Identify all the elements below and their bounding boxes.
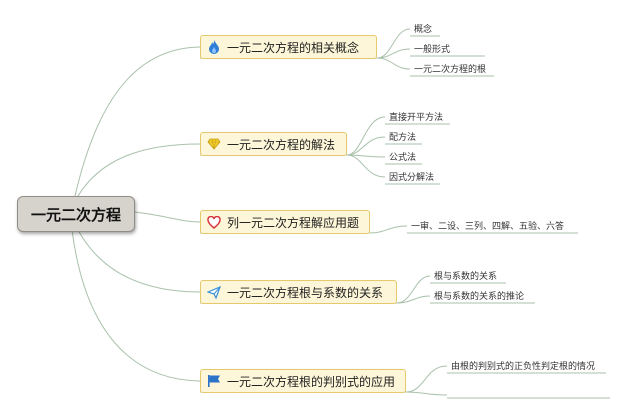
leaf-item[interactable]: 概念 — [414, 25, 433, 35]
branch-concepts[interactable]: 一元二次方程的相关概念 — [200, 35, 377, 59]
leaf-item[interactable]: 公式法 — [389, 153, 417, 163]
leaf-item[interactable]: 根与系数的关系的推论 — [434, 292, 525, 302]
branch-roots-coefficients[interactable]: 一元二次方程根与系数的关系 — [200, 280, 397, 304]
branch-label: 一元二次方程根的判别式的应用 — [227, 374, 396, 389]
leaf-item[interactable]: 一般形式 — [414, 45, 451, 55]
branch-solving-methods[interactable]: 一元二次方程的解法 — [200, 132, 347, 156]
branch-label: 一元二次方程的解法 — [227, 137, 336, 152]
leaf-item[interactable]: 配方法 — [389, 133, 417, 143]
branch-discriminant[interactable]: 一元二次方程根的判别式的应用 — [200, 369, 406, 393]
flame-icon — [207, 40, 221, 54]
leaf-item[interactable]: 根与系数的关系 — [434, 272, 498, 282]
leaf-item[interactable]: 由根的判别式的正负性判定根的情况 — [451, 362, 596, 372]
paper-plane-icon — [207, 285, 221, 299]
leaf-item[interactable]: 一元二次方程的根 — [414, 65, 487, 75]
branch-label: 一元二次方程的相关概念 — [227, 40, 360, 55]
branch-label: 一元二次方程根与系数的关系 — [227, 285, 384, 300]
leaf-item[interactable]: 因式分解法 — [389, 173, 435, 183]
root-topic[interactable]: 一元二次方程 — [17, 196, 135, 232]
gem-icon — [207, 137, 221, 151]
branch-label: 列一元二次方程解应用题 — [227, 215, 360, 230]
heart-icon — [207, 215, 221, 229]
root-topic-label: 一元二次方程 — [30, 205, 121, 224]
branch-word-problems[interactable]: 列一元二次方程解应用题 — [200, 210, 370, 234]
leaf-item[interactable]: 一审、二设、三列、四解、五验、六答 — [411, 222, 565, 232]
leaf-item[interactable]: 直接开平方法 — [389, 113, 444, 123]
flag-icon — [207, 374, 221, 388]
